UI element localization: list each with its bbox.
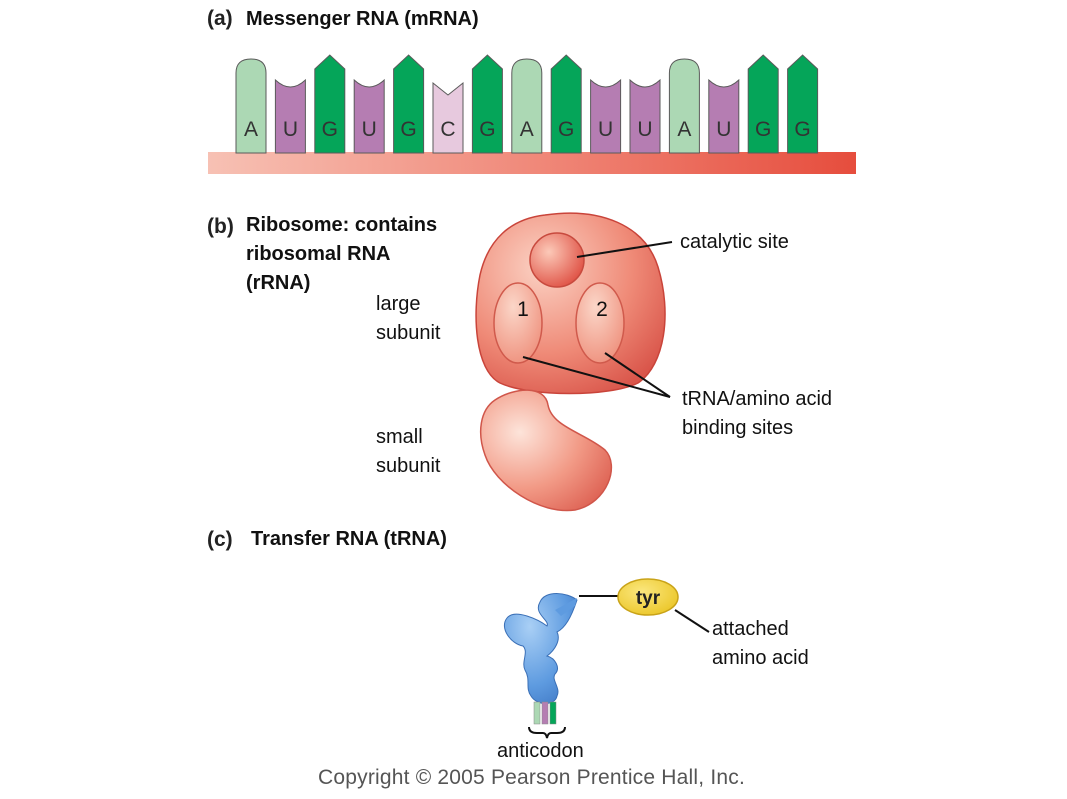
small-subunit-label: small subunit bbox=[376, 423, 441, 481]
mrna-base-letter: A bbox=[677, 118, 691, 141]
mrna-base-u bbox=[708, 78, 740, 154]
anticodon-base-3 bbox=[549, 701, 557, 725]
mrna-base-letter: G bbox=[479, 118, 495, 141]
mrna-base-u bbox=[629, 78, 661, 154]
binding-site-1-leader bbox=[522, 356, 671, 398]
mrna-title: Messenger RNA (mRNA) bbox=[246, 8, 479, 30]
mrna-base-letter: G bbox=[755, 118, 771, 141]
ribosome-title-line-2: ribosomal RNA bbox=[246, 243, 391, 265]
anticodon-base-2 bbox=[541, 701, 549, 725]
attached-amino-acid-line-2: amino acid bbox=[712, 647, 809, 669]
amino-acid-leader bbox=[674, 609, 710, 633]
binding-sites-line-2: binding sites bbox=[682, 417, 794, 439]
small-subunit-line-2: subunit bbox=[376, 455, 441, 477]
large-subunit-line-2: subunit bbox=[376, 322, 441, 344]
binding-site-2-shape bbox=[575, 282, 625, 364]
ribosome-title: Ribosome: contains ribosomal RNA (rRNA) bbox=[246, 211, 437, 298]
anticodon-label: anticodon bbox=[497, 740, 584, 762]
part-a-tag: (a) bbox=[207, 7, 233, 30]
catalytic-site-label: catalytic site bbox=[680, 231, 789, 253]
small-subunit-shape bbox=[479, 389, 613, 512]
mrna-base-g bbox=[314, 54, 346, 154]
mrna-backbone bbox=[208, 152, 856, 174]
mrna-base-letter: A bbox=[520, 118, 534, 141]
mrna-base-g bbox=[747, 54, 779, 154]
amino-acid-label: tyr bbox=[636, 588, 661, 609]
trna-diagram: tyr bbox=[503, 578, 710, 739]
large-subunit-label: large subunit bbox=[376, 290, 441, 348]
mrna-base-letter: G bbox=[794, 118, 810, 141]
mrna-base-letter: U bbox=[637, 118, 652, 141]
large-subunit-line-1: large bbox=[376, 293, 421, 315]
mrna-base-c bbox=[432, 81, 464, 154]
binding-site-2-number: 2 bbox=[596, 298, 608, 321]
binding-site-1-shape bbox=[493, 282, 543, 364]
binding-site-2-leader bbox=[604, 352, 671, 398]
mrna-base-letter: U bbox=[598, 118, 613, 141]
mrna-base-letter: U bbox=[362, 118, 377, 141]
ribosome-title-line-1: Ribosome: contains bbox=[246, 214, 438, 236]
mrna-base-letter: U bbox=[716, 118, 731, 141]
amino-acid-shape bbox=[617, 578, 679, 616]
mrna-base-u bbox=[353, 78, 385, 154]
mrna-base-letter: U bbox=[283, 118, 298, 141]
mrna-base-letter: G bbox=[400, 118, 416, 141]
mrna-base-a bbox=[511, 58, 543, 154]
ribosome-title-line-3: (rRNA) bbox=[246, 272, 311, 294]
catalytic-site-shape bbox=[529, 232, 585, 288]
attached-amino-acid-label: attached amino acid bbox=[712, 615, 809, 673]
ribosome-diagram: 1 2 bbox=[475, 212, 673, 512]
binding-sites-label: tRNA/amino acid binding sites bbox=[682, 385, 832, 443]
mrna-base-u bbox=[590, 78, 622, 154]
mrna-base-u bbox=[274, 78, 306, 154]
mrna-base-g bbox=[393, 54, 425, 154]
mrna-base-g bbox=[471, 54, 503, 154]
mrna-base-a bbox=[668, 58, 700, 154]
mrna-base-a bbox=[235, 58, 267, 154]
attached-amino-acid-line-1: attached bbox=[712, 618, 789, 640]
binding-site-1-number: 1 bbox=[517, 298, 529, 321]
trna-body-shape bbox=[503, 593, 578, 704]
mrna-base-letter: G bbox=[558, 118, 574, 141]
mrna-base-g bbox=[550, 54, 582, 154]
mrna-base-g bbox=[787, 54, 819, 154]
part-b-tag: (b) bbox=[207, 215, 234, 238]
catalytic-site-leader bbox=[576, 241, 673, 258]
mrna-base-letter: A bbox=[244, 118, 258, 141]
mrna-base-letter: G bbox=[322, 118, 338, 141]
small-subunit-line-1: small bbox=[376, 426, 423, 448]
mrna-base-letter: C bbox=[440, 118, 455, 141]
trna-acceptor-stem bbox=[555, 598, 577, 616]
trna-title: Transfer RNA (tRNA) bbox=[251, 528, 447, 550]
anticodon-base-1 bbox=[533, 701, 541, 725]
binding-sites-line-1: tRNA/amino acid bbox=[682, 388, 833, 410]
part-c-tag: (c) bbox=[207, 528, 233, 551]
copyright-text: Copyright © 2005 Pearson Prentice Hall, … bbox=[318, 766, 745, 789]
anticodon-brace bbox=[528, 726, 566, 739]
